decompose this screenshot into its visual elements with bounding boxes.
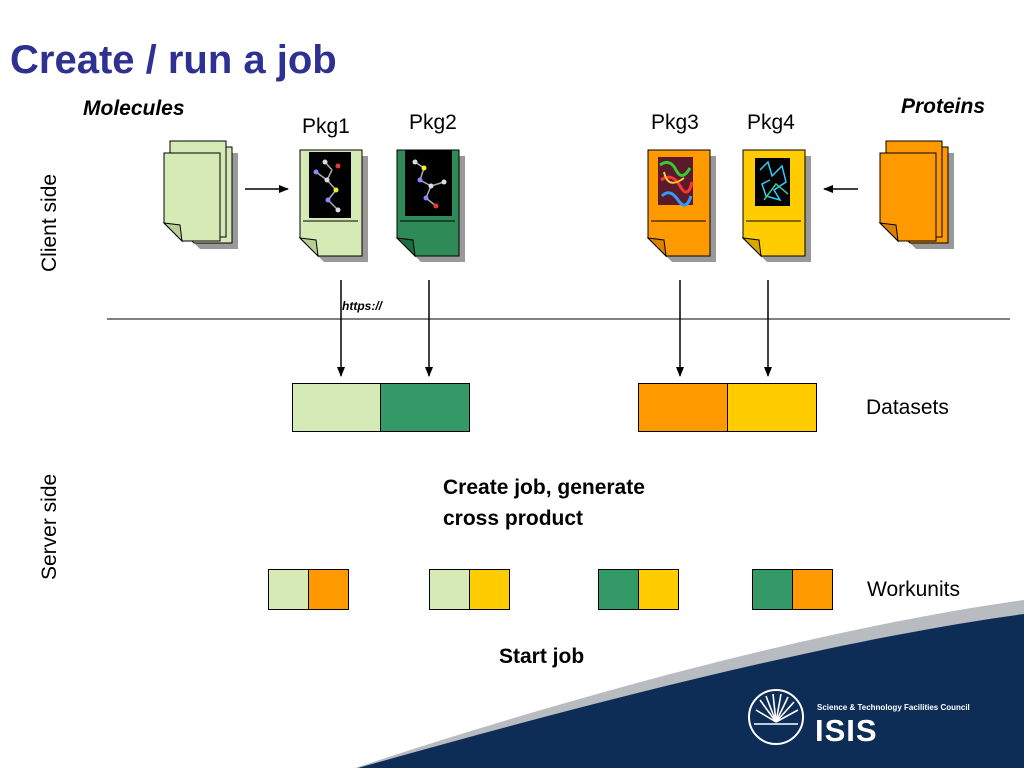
create-job-line2: cross product xyxy=(443,507,584,530)
protein-document-stack-icon xyxy=(878,140,954,249)
create-job-line1: Create job, generate xyxy=(443,476,645,499)
dataset-pkg3 xyxy=(638,383,728,432)
pkg4-label: Pkg4 xyxy=(747,111,795,134)
pkg1-label: Pkg1 xyxy=(302,115,350,138)
org-short-name: ISIS xyxy=(815,713,878,748)
pkg1-document-icon xyxy=(298,149,368,262)
molecules-label: Molecules xyxy=(83,97,185,120)
workunit-4-right xyxy=(792,569,833,610)
https-label: https:// xyxy=(342,299,382,313)
org-name: Science & Technology Facilities Council xyxy=(817,703,970,712)
isis-sunburst-logo xyxy=(748,689,804,745)
workunits-label: Workunits xyxy=(867,578,960,601)
pkg4-document-icon xyxy=(741,149,811,262)
slide-title: Create / run a job xyxy=(10,38,337,82)
pkg3-label: Pkg3 xyxy=(651,111,699,134)
pkg2-label: Pkg2 xyxy=(409,111,457,134)
workunit-2-left xyxy=(429,569,470,610)
dataset-pkg4 xyxy=(727,383,817,432)
workunit-2-right xyxy=(469,569,510,610)
pkg2-document-icon xyxy=(395,149,465,262)
datasets-label: Datasets xyxy=(866,396,949,419)
start-job-label: Start job xyxy=(499,645,585,668)
workunit-1-left xyxy=(268,569,309,610)
proteins-label: Proteins xyxy=(901,95,986,118)
molecule-document-stack-icon xyxy=(162,140,238,249)
workunit-1-right xyxy=(308,569,349,610)
workunit-4-left xyxy=(752,569,793,610)
dataset-pkg2 xyxy=(380,383,470,432)
create-job-text: Create job, generate cross product xyxy=(443,472,645,534)
pkg3-document-icon xyxy=(646,149,716,262)
workunit-3-right xyxy=(638,569,679,610)
dataset-pkg1 xyxy=(292,383,381,432)
footer-band-main xyxy=(358,614,1024,768)
